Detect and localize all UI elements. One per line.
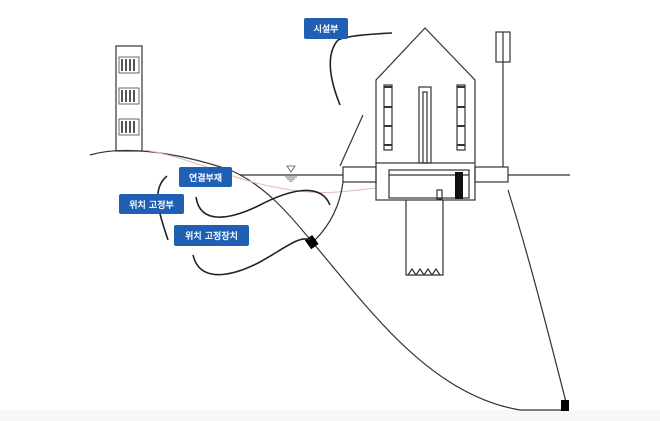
water-level-icon <box>285 165 297 182</box>
leader-facility <box>337 32 393 41</box>
leader-fixing-device <box>192 238 311 276</box>
foundation-pile <box>405 200 444 277</box>
anchor-line-right <box>507 189 567 403</box>
label-position-fixing-part: 위치 고정부 <box>119 194 184 214</box>
gate-box <box>342 166 377 183</box>
label-position-fixing-device-text: 위치 고정장치 <box>185 230 238 242</box>
label-connector: 연결부재 <box>179 167 232 187</box>
label-connector-text: 연결부재 <box>189 172 222 184</box>
label-position-fixing-device: 위치 고정장치 <box>174 225 249 246</box>
facility-house <box>375 27 476 201</box>
mooring-line <box>314 181 344 241</box>
apartment-building <box>115 45 143 152</box>
leader-connector <box>195 189 331 218</box>
label-facility: 시설부 <box>304 18 348 39</box>
right-box <box>474 166 509 183</box>
anchor-block-right <box>561 400 569 411</box>
gate-panel <box>339 114 364 167</box>
connector-line <box>144 149 377 194</box>
label-facility-text: 시설부 <box>314 23 339 35</box>
slope-surface <box>89 149 566 411</box>
wind-turbine <box>495 31 511 167</box>
label-position-fixing-part-text: 위치 고정부 <box>129 199 174 211</box>
leader-facility-curve <box>329 39 341 106</box>
bottom-strip <box>0 410 660 421</box>
